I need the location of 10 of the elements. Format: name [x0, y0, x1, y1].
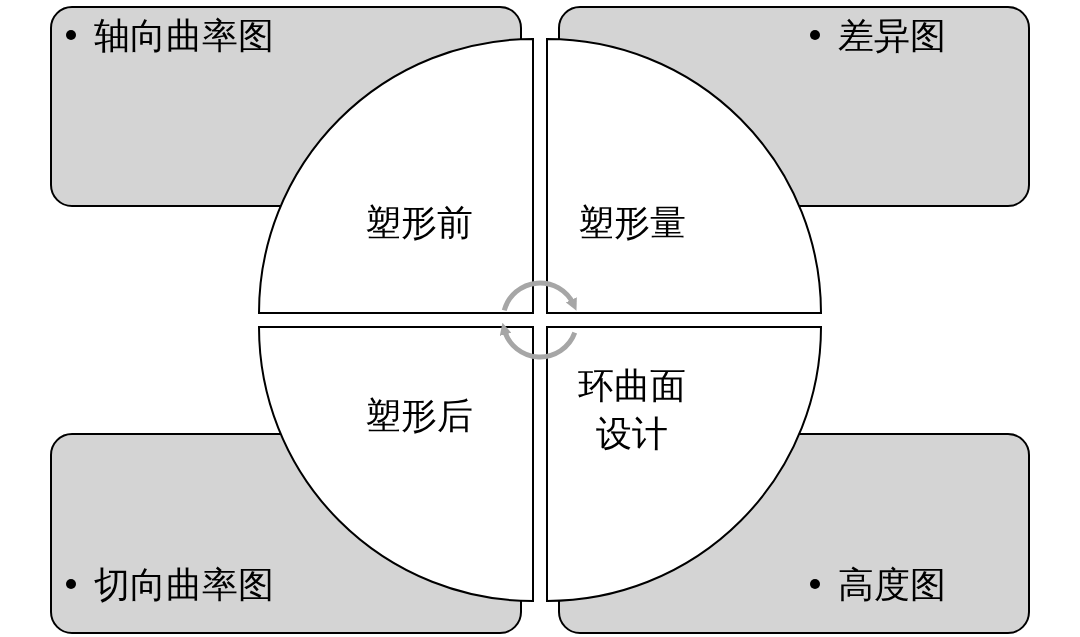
cycle-arrow	[500, 322, 578, 360]
bullet-item: 切向曲率图	[94, 564, 274, 605]
bullet-item: 差异图	[838, 15, 946, 56]
segment-label: 环曲面设计	[577, 364, 687, 456]
segment-label: 塑形前	[364, 201, 474, 245]
cycle-arrow	[501, 280, 577, 312]
segment-label: 塑形后	[364, 394, 474, 438]
segment-label: 塑形量	[577, 201, 687, 245]
bullet-item: 轴向曲率图	[94, 15, 274, 56]
bullet-item: 高度图	[838, 564, 946, 605]
